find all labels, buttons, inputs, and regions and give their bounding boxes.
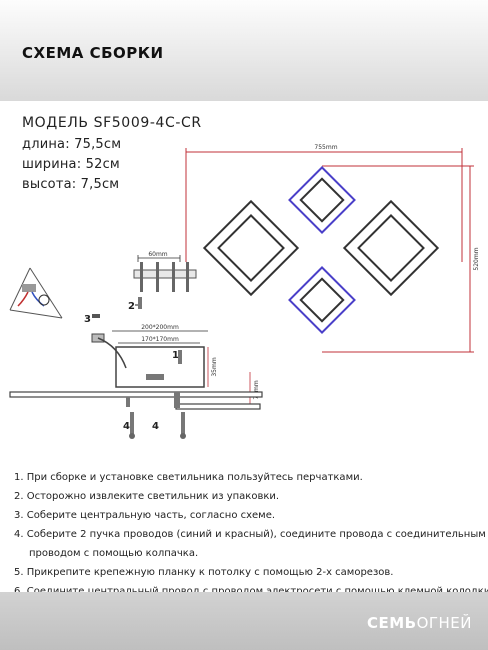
arm-bar-right bbox=[175, 403, 261, 410]
step-4-label-left: 4 bbox=[123, 421, 130, 432]
instruction-step-4: 4. Соберите 2 пучка проводов (синий и кр… bbox=[14, 529, 486, 540]
width-dimension-label: 755mm bbox=[314, 144, 337, 151]
step-3-label: 3 bbox=[84, 314, 91, 325]
step-4-label-right: 4 bbox=[152, 421, 159, 432]
arm-bar-left bbox=[9, 391, 263, 398]
wire-connector-sketch: 3 bbox=[9, 267, 105, 343]
step-2-label: 2 bbox=[128, 301, 135, 312]
total-depth-dimension: 75mm bbox=[253, 380, 260, 399]
model-number: МОДЕЛЬ SF5009-4C-CR bbox=[22, 115, 202, 131]
plate-height-dimension: 35mm bbox=[211, 357, 218, 376]
spec-length: длина: 75,5см bbox=[22, 137, 122, 152]
spec-height: высота: 7,5см bbox=[22, 177, 120, 192]
brand-logo: СЕМЬОГНЕЙ bbox=[367, 614, 472, 632]
instruction-step-1: 1. При сборке и установке светильника по… bbox=[14, 472, 363, 483]
right-diamond-ring bbox=[342, 199, 440, 297]
assembly-diagram: 755mm 520mm 60mm bbox=[9, 144, 480, 439]
header-banner: СХЕМА СБОРКИ bbox=[0, 0, 488, 101]
bottom-diamond-ring bbox=[288, 266, 356, 334]
top-diamond-ring bbox=[288, 166, 356, 234]
brand-light: ОГНЕЙ bbox=[416, 614, 472, 632]
instruction-step-2: 2. Осторожно извлеките светильник из упа… bbox=[14, 491, 280, 502]
instruction-step-3: 3. Соберите центральную часть, согласно … bbox=[14, 510, 276, 521]
spec-width: ширина: 52см bbox=[22, 157, 120, 172]
page-title: СХЕМА СБОРКИ bbox=[22, 44, 164, 62]
instruction-step-4-cont: проводом с помощью колпачка. bbox=[29, 548, 199, 559]
plate-outer-dimension: 200*200mm bbox=[141, 324, 179, 331]
mounting-bracket: 60mm 2 bbox=[128, 251, 197, 312]
luminaire-top-view: 755mm 520mm bbox=[185, 144, 480, 353]
side-view: 200*200mm 170*170mm 1 35mm 75mm 4 4 bbox=[9, 324, 263, 439]
base-plate bbox=[115, 346, 205, 388]
instruction-step-5: 5. Прикрепите крепежную планку к потолку… bbox=[14, 567, 394, 578]
instructions-list: 1. При сборке и установке светильника по… bbox=[14, 468, 488, 601]
step-1-label: 1 bbox=[172, 350, 179, 361]
bracket-dimension-label: 60mm bbox=[148, 251, 167, 258]
left-diamond-ring bbox=[202, 199, 300, 297]
brand-bold: СЕМЬ bbox=[366, 614, 417, 632]
instruction-step-6: 6. Соедините центральный провод с провод… bbox=[14, 582, 488, 601]
footer-banner: СЕМЬОГНЕЙ bbox=[0, 592, 488, 650]
height-dimension-label: 520mm bbox=[473, 247, 480, 270]
plate-inner-dimension: 170*170mm bbox=[141, 336, 179, 343]
